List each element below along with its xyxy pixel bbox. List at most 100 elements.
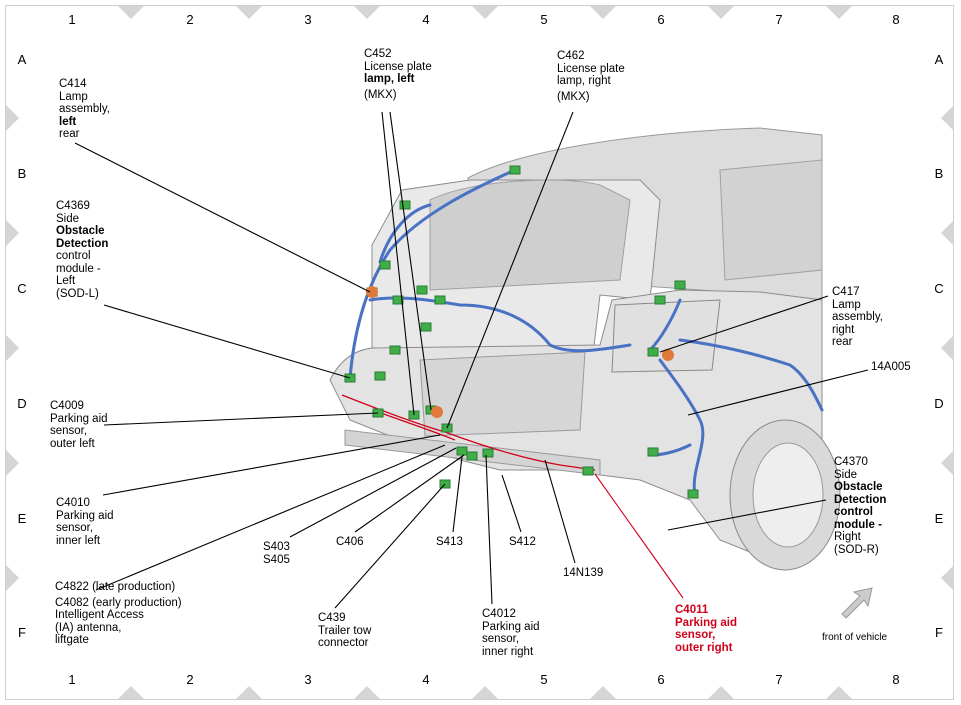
- row-label: A: [934, 52, 944, 67]
- label-c414: C414 Lamp assembly, left rear: [59, 78, 110, 140]
- row-label: F: [935, 625, 943, 640]
- leader-c4011: [594, 473, 684, 599]
- license-plate-recess: [419, 351, 586, 437]
- connector-marker: [509, 165, 521, 175]
- grid-marker-right: [941, 565, 954, 591]
- grid-marker-top: [472, 6, 498, 19]
- connectors: [344, 165, 699, 499]
- front-of-vehicle-label: front of vehicle: [822, 632, 888, 643]
- grid-marker-bottom: [236, 686, 262, 699]
- label-s413: S413: [436, 536, 463, 548]
- label-c4012: C4012 Parking aid sensor, inner right: [482, 608, 540, 658]
- col-label: 3: [304, 672, 312, 687]
- connector-marker: [466, 451, 478, 461]
- grid-marker-bottom: [590, 686, 616, 699]
- label-c4010: C4010 Parking aid sensor, inner left: [56, 497, 114, 547]
- row-label: D: [934, 396, 944, 411]
- grid-marker-top: [354, 6, 380, 19]
- connector-marker: [674, 280, 686, 290]
- grid-marker-left: [6, 565, 19, 591]
- leader-c452b: [389, 111, 432, 411]
- col-label: 3: [304, 12, 312, 27]
- label-c4369: C4369 Side Obstacle Detection control mo…: [56, 200, 109, 300]
- grid-marker-left: [6, 450, 19, 476]
- leader-14n139: [544, 459, 576, 564]
- leader-s412: [501, 474, 522, 533]
- col-label: 2: [186, 12, 194, 27]
- wiring-harness: [348, 168, 824, 497]
- liftgate-window: [429, 179, 631, 291]
- label-c4822: C4822 (late production) C4082 (early pro…: [55, 581, 182, 646]
- lamp-connector-marker: [431, 406, 443, 418]
- grid-markers: [6, 6, 954, 699]
- leader-c406: [354, 454, 465, 533]
- label-14n139: 14N139: [563, 567, 604, 579]
- label-c4370: C4370 Side Obstacle Detection control mo…: [834, 456, 887, 556]
- label-14a005: 14A005: [871, 361, 911, 373]
- leader-14a005: [687, 369, 869, 416]
- vehicle-body: [329, 127, 841, 571]
- col-label: 7: [775, 12, 783, 27]
- connector-marker: [456, 446, 468, 456]
- row-label: F: [18, 625, 26, 640]
- grid-marker-bottom: [354, 686, 380, 699]
- grid-marker-bottom: [118, 686, 144, 699]
- right-tail-lamp: [611, 299, 721, 373]
- leader-c4370: [667, 499, 827, 531]
- grid-marker-left: [6, 220, 19, 246]
- leader-c417: [659, 295, 829, 353]
- connector-marker: [647, 347, 659, 357]
- col-label: 8: [892, 672, 900, 687]
- col-label: 1: [68, 12, 76, 27]
- connector-marker: [687, 489, 699, 499]
- row-label: E: [934, 511, 944, 526]
- grid-marker-top: [590, 6, 616, 19]
- grid-marker-right: [941, 220, 954, 246]
- grid-marker-top: [236, 6, 262, 19]
- col-label: 5: [540, 672, 548, 687]
- connector-marker: [482, 448, 494, 458]
- side-window: [719, 159, 823, 281]
- col-label: 5: [540, 12, 548, 27]
- row-label: C: [934, 281, 944, 296]
- col-label: 7: [775, 672, 783, 687]
- label-c439: C439 Trailer tow connector: [318, 612, 372, 649]
- row-label: C: [17, 281, 27, 296]
- leader-c4369: [103, 304, 351, 379]
- grid-marker-bottom: [826, 686, 852, 699]
- label-c462: C462 License plate lamp, right (MKX): [557, 50, 625, 103]
- leader-c462: [446, 111, 574, 429]
- label-c406: C406: [336, 536, 364, 548]
- leader-c4822: [95, 444, 446, 591]
- connector-marker: [582, 466, 594, 476]
- leader-lines: [74, 111, 869, 609]
- connector-marker: [647, 447, 659, 457]
- connector-marker: [420, 322, 432, 332]
- label-c4009: C4009 Parking aid sensor, outer left: [50, 400, 108, 450]
- wheel-rim: [752, 442, 824, 548]
- connector-marker: [389, 345, 401, 355]
- label-c4011: C4011 Parking aid sensor, outer right: [675, 604, 737, 654]
- col-label: 6: [657, 672, 665, 687]
- connector-marker: [392, 295, 404, 305]
- row-label: B: [17, 166, 27, 181]
- leader-c439: [334, 483, 446, 609]
- connector-marker: [434, 295, 446, 305]
- grid-marker-bottom: [708, 686, 734, 699]
- grid-marker-right: [941, 105, 954, 131]
- connector-marker: [399, 200, 411, 210]
- connector-marker: [374, 371, 386, 381]
- leader-s403: [289, 447, 457, 538]
- col-label: 4: [422, 12, 430, 27]
- row-label: A: [17, 52, 27, 67]
- label-s412: S412: [509, 536, 536, 548]
- leader-c414: [74, 142, 371, 293]
- col-label: 4: [422, 672, 430, 687]
- connector-marker: [416, 285, 428, 295]
- label-c417: C417 Lamp assembly, right rear: [832, 286, 883, 348]
- leader-c4010: [102, 434, 441, 496]
- grid-marker-left: [6, 105, 19, 131]
- grid-marker-right: [941, 450, 954, 476]
- leader-c4009: [103, 412, 379, 426]
